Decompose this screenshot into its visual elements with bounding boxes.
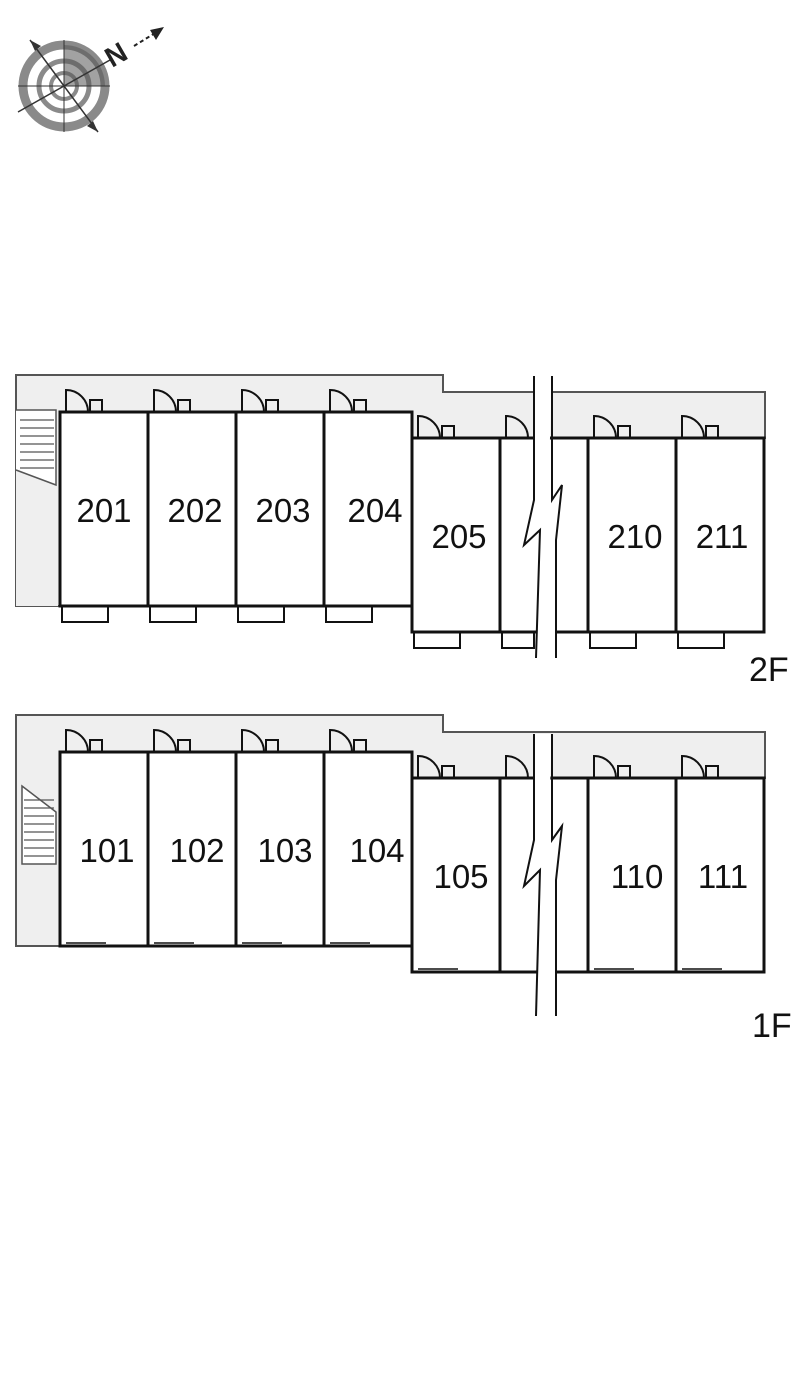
room-number: 102 xyxy=(169,832,224,869)
room-number: 211 xyxy=(696,518,749,555)
break-symbol-2f xyxy=(522,376,563,659)
room-number: 204 xyxy=(347,492,402,529)
break-symbol-1f xyxy=(522,734,564,1017)
floor-label: 1F xyxy=(752,1007,792,1045)
room-number: 110 xyxy=(611,858,664,895)
room-number: 201 xyxy=(76,492,131,529)
room-number: 202 xyxy=(167,492,222,529)
room-number: 105 xyxy=(433,858,488,895)
floor-1f: 101 102 103 104 105 110 111 1F xyxy=(15,714,792,1045)
room-number: 111 xyxy=(698,858,748,895)
room-number: 103 xyxy=(257,832,312,869)
compass-icon: N xyxy=(17,27,164,133)
floor-label: 2F xyxy=(749,651,789,689)
staircase-2f-icon xyxy=(15,409,58,606)
staircase-1f-icon xyxy=(21,784,57,865)
room-number: 210 xyxy=(607,518,662,555)
room-number: 101 xyxy=(79,832,134,869)
room-number: 104 xyxy=(349,832,404,869)
room-number: 205 xyxy=(431,518,486,555)
floor-2f: 201 202 203 204 205 210 211 2F xyxy=(15,374,789,689)
room-number: 203 xyxy=(255,492,310,529)
